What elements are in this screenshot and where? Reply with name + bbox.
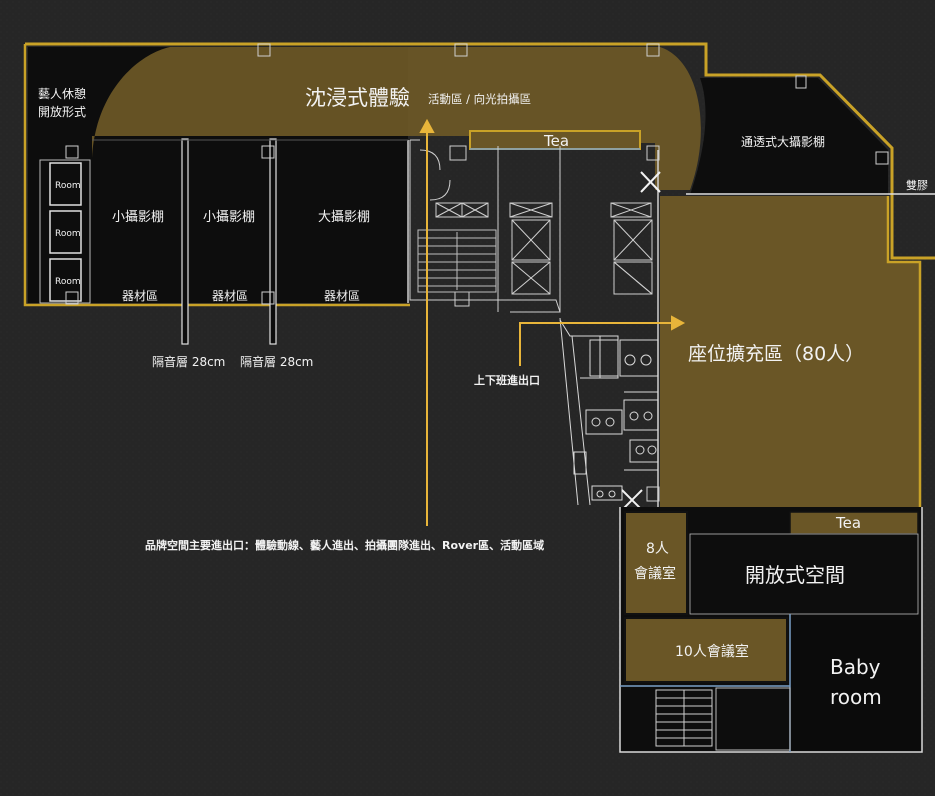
room-3-label: Room [55,277,81,287]
tea-right-label: Tea [835,514,861,532]
small-studio-label-1: 小攝影棚 [112,209,164,225]
open-space-label: 開放式空間 [745,563,845,587]
meeting-room-8[interactable] [624,511,688,615]
room-2[interactable] [49,210,82,254]
tea-top-label: Tea [543,132,569,150]
open-space[interactable] [689,533,919,615]
equipment-label-3: 器材區 [324,289,360,303]
room-1[interactable] [49,162,82,206]
soundproof-label-1: 隔音層 28cm [152,354,225,369]
meeting-8-label-1: 8人 [646,541,669,557]
large-studio-label: 大攝影棚 [318,209,370,225]
meeting-room-10[interactable] [624,617,788,683]
commute-exit-label: 上下班進出口 [474,373,540,387]
soundproof-label-2: 隔音層 28cm [240,354,313,369]
baby-room[interactable] [790,615,920,751]
meeting-10-label: 10人會議室 [675,643,749,660]
room-1-label: Room [55,181,81,191]
main-entrance-label: 品牌空間主要進出口：體驗動線、藝人進出、拍攝團隊進出、Rover區、活動區域 [145,538,544,552]
baby-room-label-1: Baby [830,655,881,679]
equipment-label-1: 器材區 [122,289,158,303]
transparent-studio-area[interactable] [690,78,888,195]
transparent-studio-label: 通透式大攝影棚 [741,134,825,149]
immersive-label: 沈浸式體驗 [305,86,410,110]
artist-lounge-label-2: 開放形式 [38,104,86,119]
restroom-block [559,317,659,506]
artist-lounge-label-1: 藝人休憩 [38,86,86,101]
lower-stairs [655,689,713,747]
equipment-label-2: 器材區 [212,289,248,303]
core-stairs-elevators [409,139,653,313]
commute-exit-arrow [519,315,686,366]
soundproof-wall-1 [181,138,189,345]
room-2-label: Room [55,229,81,239]
artist-lounge[interactable] [28,47,92,159]
seating-label: 座位擴充區（80人） [688,343,864,365]
left-wing-outline [25,42,935,260]
small-studio-label-2: 小攝影棚 [203,209,255,225]
meeting-8-label-2: 會議室 [634,565,676,582]
soundproof-wall-2 [269,138,277,345]
door-x-markers [621,171,661,511]
double-side-label: 雙膠 [906,179,928,192]
left-wing-bottom [23,44,410,307]
seating-area[interactable] [660,196,920,507]
immersive-area[interactable] [92,47,701,190]
main-entrance-arrow [419,118,435,526]
baby-room-label-2: room [830,685,882,709]
immersive-sub-label: 活動區 / 向光拍攝區 [428,92,531,106]
